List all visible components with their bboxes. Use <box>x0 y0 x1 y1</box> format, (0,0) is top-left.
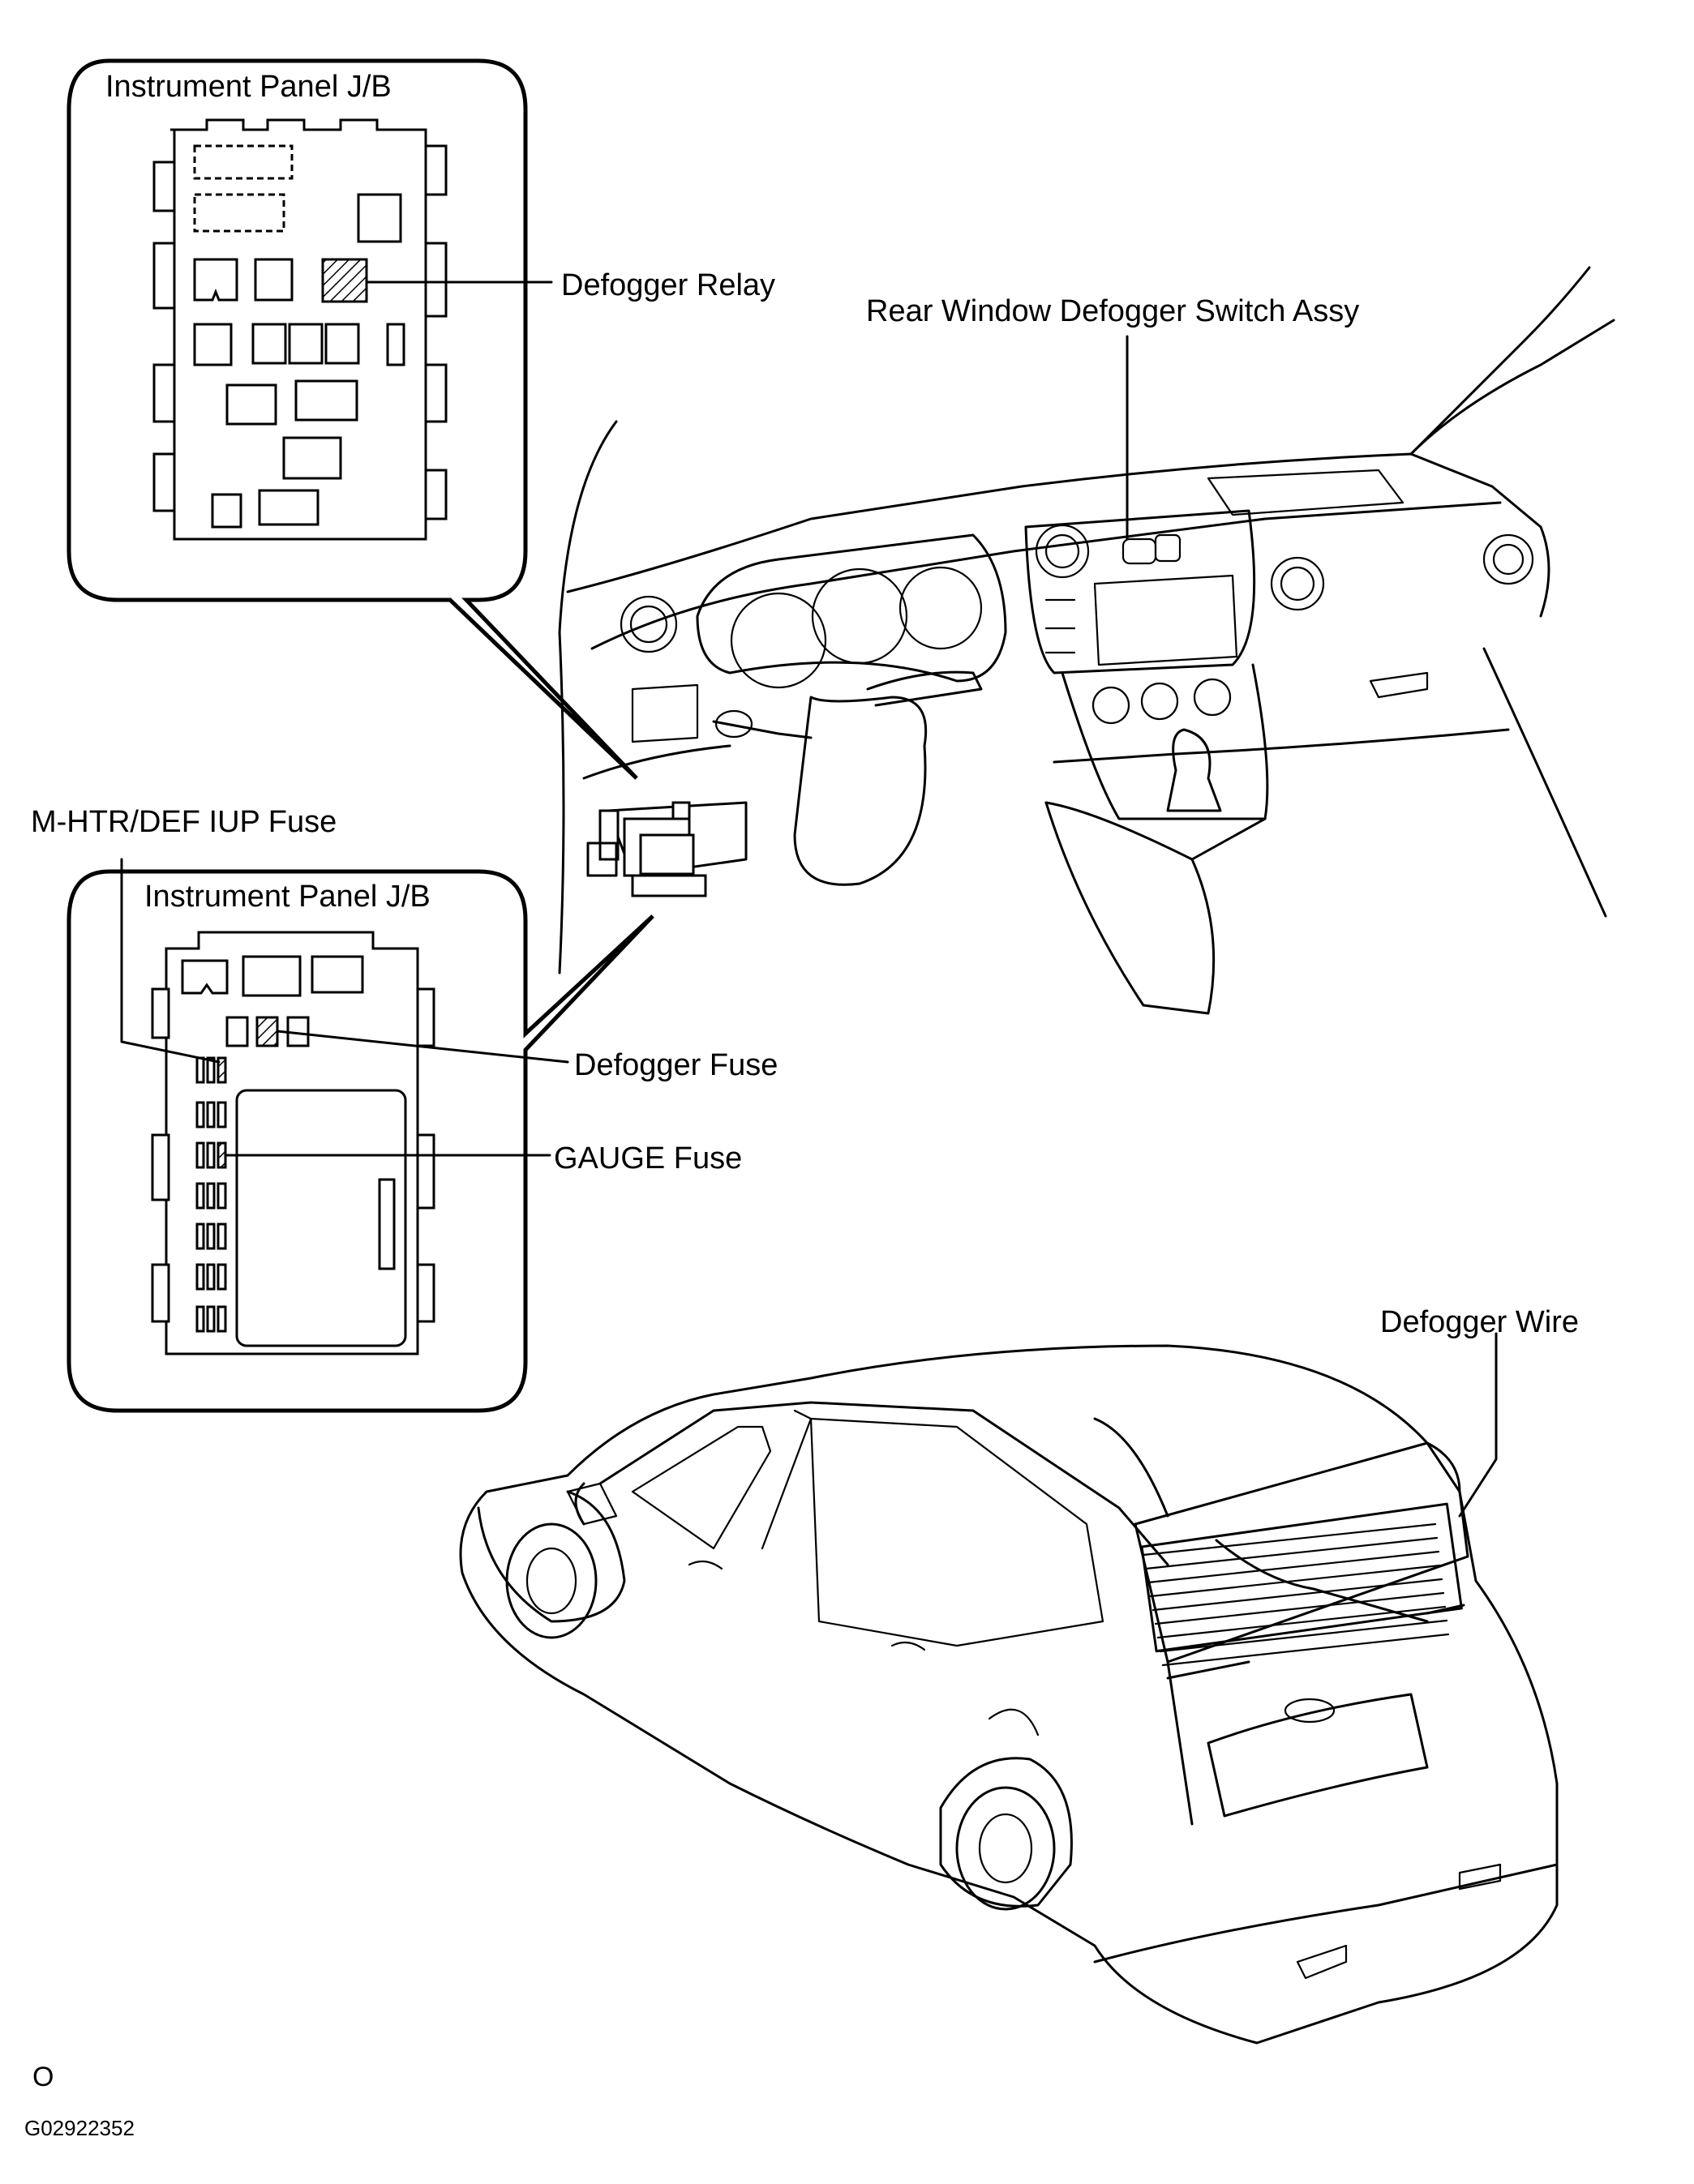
gauge-fuse-label: GAUGE Fuse <box>554 1141 743 1176</box>
jb-bottom-title: Instrument Panel J/B <box>144 880 431 914</box>
defogger-relay-label: Defogger Relay <box>561 268 776 302</box>
mhtr-fuse-label: M-HTR/DEF IUP Fuse <box>31 805 337 839</box>
defogger-wire-label: Defogger Wire <box>1380 1305 1579 1339</box>
car-illustration <box>459 1332 1559 2045</box>
bottom-jb-housing <box>151 931 435 1355</box>
footer-mark: O <box>32 2062 54 2092</box>
figure-code: G02922352 <box>24 2116 135 2140</box>
dashboard-illustration <box>558 266 1615 1015</box>
switch-assy-label: Rear Window Defogger Switch Assy <box>866 294 1360 328</box>
bottom-jb-inset <box>66 858 654 1413</box>
top-jb-housing <box>152 118 448 541</box>
top-jb-inset <box>66 58 638 780</box>
jb-top-title: Instrument Panel J/B <box>105 70 392 104</box>
dash-junction-block <box>586 801 707 897</box>
rear-window-grid <box>1142 1522 1450 1667</box>
defogger-fuse-label: Defogger Fuse <box>574 1048 778 1082</box>
